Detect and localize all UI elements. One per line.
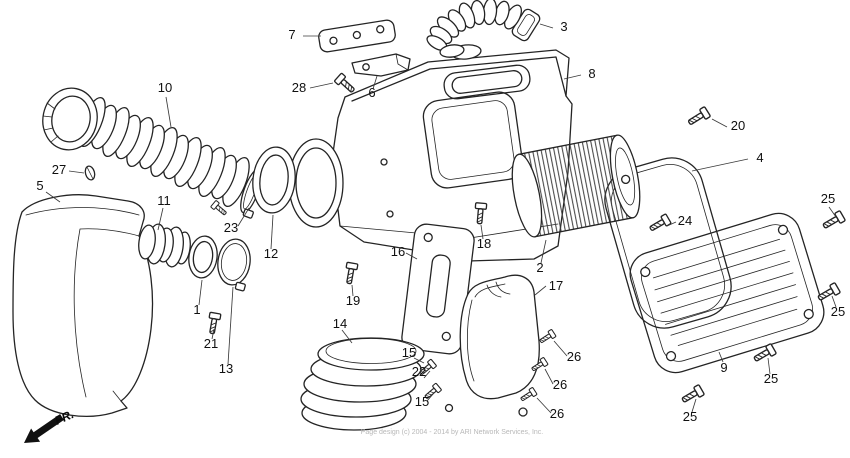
callout-27: 27 [52, 162, 66, 177]
callout-25-4: 25 [683, 409, 697, 424]
callout-9: 9 [720, 360, 727, 375]
grommet [84, 165, 96, 181]
callout-14: 14 [333, 316, 347, 331]
air-cleaner-cover [629, 212, 825, 374]
callout-15-1: 15 [402, 345, 416, 360]
callout-10: 10 [158, 80, 172, 95]
callout-2: 2 [536, 260, 543, 275]
leader-lines [45, 23, 837, 414]
element-seal-gasket [604, 157, 732, 329]
callout-3: 3 [560, 19, 567, 34]
fr-direction-arrow: FR. [24, 407, 76, 443]
callout-7: 7 [288, 27, 295, 42]
air-filter-element [511, 134, 641, 238]
callout-25-2: 25 [831, 304, 845, 319]
callout-5: 5 [36, 178, 43, 193]
washer [518, 407, 528, 417]
bolt-24 [647, 213, 672, 235]
callout-21: 21 [204, 336, 218, 351]
callout-12: 12 [264, 246, 278, 261]
washer [444, 403, 454, 413]
callout-16: 16 [391, 244, 405, 259]
inlet-flange [252, 146, 296, 214]
callout-17: 17 [549, 278, 563, 293]
bolt-28 [333, 72, 358, 96]
callout-26-3: 26 [550, 406, 564, 421]
callout-25-3: 25 [764, 371, 778, 386]
watermark: Page design (c) 2004 - 2014 by ARI Netwo… [361, 429, 544, 436]
bolt-19 [342, 261, 359, 286]
callout-24: 24 [678, 213, 692, 228]
breather-duct [459, 274, 540, 400]
callout-22: 22 [412, 364, 426, 379]
flexible-air-duct [300, 337, 425, 431]
callout-1: 1 [193, 302, 200, 317]
connecting-boot [138, 223, 191, 268]
callout-20: 20 [731, 118, 745, 133]
side-cover-shroud [12, 194, 154, 417]
carb-connecting-tube [426, 0, 541, 58]
bolt-25-2 [815, 281, 842, 304]
callout-23: 23 [224, 220, 238, 235]
callout-4: 4 [756, 150, 763, 165]
small-hardware [444, 403, 528, 417]
stay-bracket [351, 53, 411, 77]
callout-26-2: 26 [553, 377, 567, 392]
screw-26-1 [537, 328, 557, 346]
callout-8: 8 [588, 66, 595, 81]
callout-15-2: 15 [415, 394, 429, 409]
callout-18: 18 [477, 236, 491, 251]
mounting-bracket [318, 19, 396, 53]
callout-6: 6 [368, 85, 375, 100]
bolt-25-4 [679, 383, 706, 406]
callout-26-1: 26 [567, 349, 581, 364]
callout-28: 28 [292, 80, 306, 95]
boot-clamp [217, 238, 251, 292]
callout-19: 19 [346, 293, 360, 308]
bolt-20 [685, 105, 712, 129]
boot-collar [188, 235, 218, 279]
callout-25-1: 25 [821, 191, 835, 206]
air-intake-tube [42, 87, 250, 208]
callout-13: 13 [219, 361, 233, 376]
callout-labels: 7 3 28 6 8 10 20 4 27 5 11 23 12 25 24 1… [36, 19, 845, 424]
inner-plate [401, 223, 475, 355]
callout-11: 11 [157, 193, 171, 208]
